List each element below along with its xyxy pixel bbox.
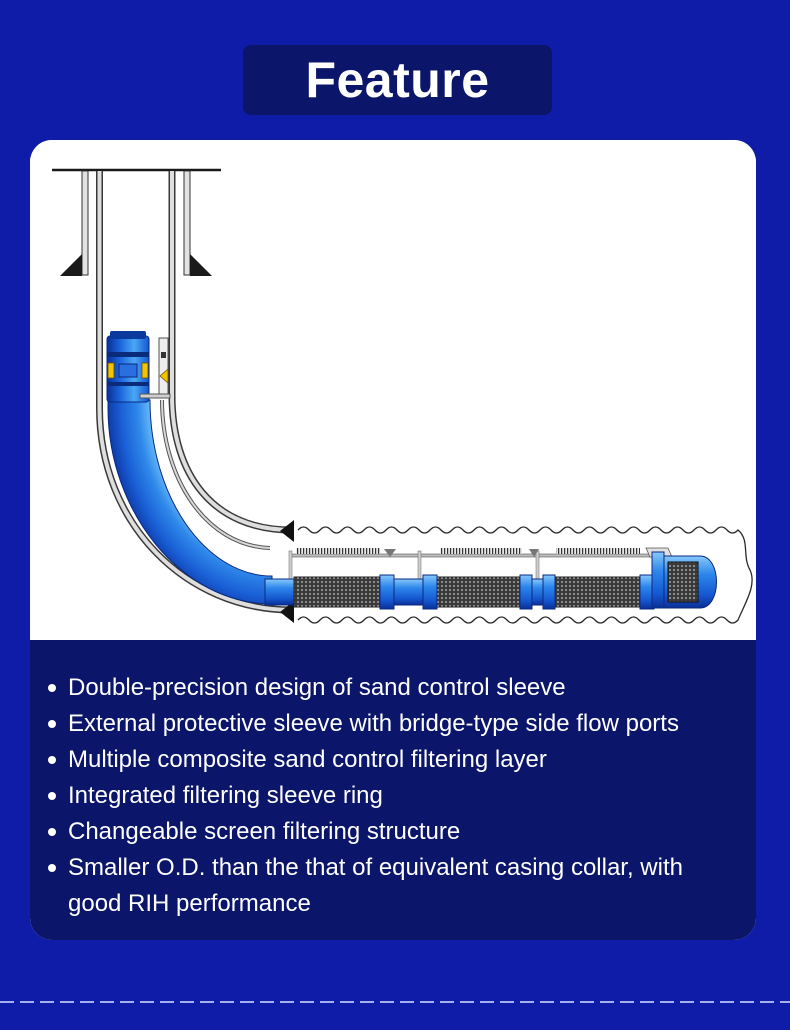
hanger-slip-right [141,362,149,379]
feature-text: Changeable screen filtering structure [68,818,461,845]
setting-tool [139,337,171,399]
casing-right [168,171,293,534]
well-diagram-svg [52,168,753,624]
feature-card: Double-precision design of sand control … [30,140,756,940]
feature-item: Smaller O.D. than the that of equivalent… [48,850,708,922]
feature-item: Integrated filtering sleeve ring [48,778,708,814]
feature-text: Integrated filtering sleeve ring [68,782,383,809]
filter-ring [422,574,438,610]
sand-screen-1 [293,576,381,608]
feature-item: Multiple composite sand control filterin… [48,742,708,778]
hanger-slip-left [107,362,115,379]
feature-text: Multiple composite sand control filterin… [68,746,547,773]
setting-tool-marker-icon [159,368,169,384]
feature-text: External protective sleeve with bridge-t… [68,710,679,737]
conductor-right [183,170,191,276]
feature-item: External protective sleeve with bridge-t… [48,706,708,742]
bullet-icon [48,864,56,872]
title-banner: Feature [243,45,552,115]
liner-hanger [106,331,150,403]
flow-ports-3 [556,548,640,554]
dashed-divider [0,1001,790,1003]
bullet-icon [48,720,56,728]
filter-ring [379,574,395,610]
sand-screen-2 [436,576,521,608]
feature-item: Double-precision design of sand control … [48,670,708,706]
protective-sleeve [288,548,653,606]
casing-shoe-upper [280,520,294,542]
cement-shoe-right [190,254,212,276]
open-hole-wall [297,526,753,624]
casing-left [96,171,293,614]
flow-ports-1 [296,548,380,554]
casing-shoe-lower [280,601,294,623]
sand-screen-3 [554,576,641,608]
page-title: Feature [305,52,490,108]
feature-text: Smaller O.D. than the that of equivalent… [68,854,683,917]
filter-ring [519,574,533,610]
bullet-icon [48,792,56,800]
feature-list: Double-precision design of sand control … [48,670,708,922]
inner-tubing-line [160,399,271,550]
cement-shoe-left [60,254,82,276]
bullnose-end-cap [651,551,717,609]
flow-ports-2 [440,548,522,554]
feature-list-panel: Double-precision design of sand control … [30,640,756,940]
bullet-icon [48,828,56,836]
feature-text: Double-precision design of sand control … [68,674,566,701]
feature-item: Changeable screen filtering structure [48,814,708,850]
well-completion-diagram [30,140,756,640]
bullet-icon [48,756,56,764]
bullet-icon [48,684,56,692]
filter-ring [542,574,556,610]
conductor-left [81,170,89,276]
